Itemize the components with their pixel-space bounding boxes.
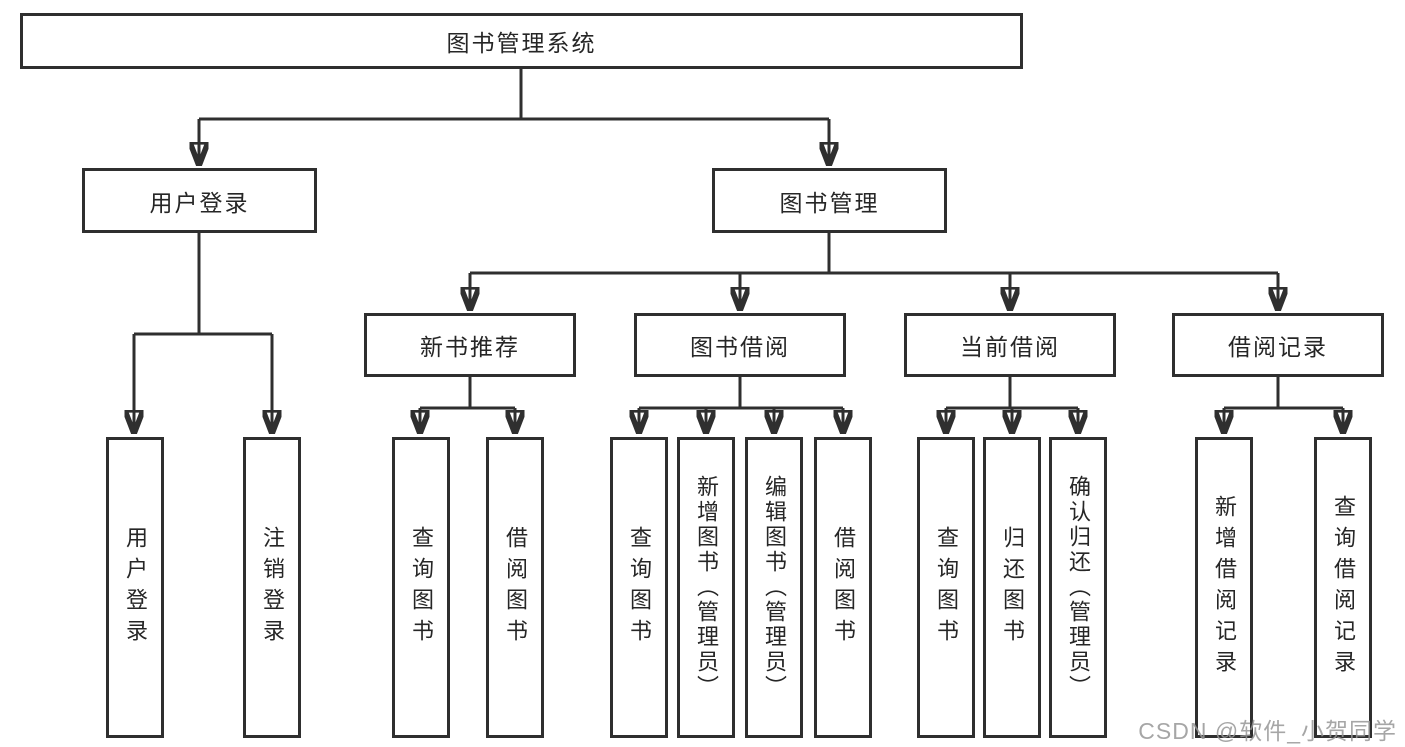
leaf-label: 查询图书 xyxy=(627,525,652,650)
node-borrow-records: 借阅记录 xyxy=(1172,313,1384,377)
leaf-bb-add-books-admin: 新增图书（管理员） xyxy=(677,437,735,738)
node-label: 新书推荐 xyxy=(420,334,520,360)
leaf-label: 确认归还（管理员） xyxy=(1066,475,1091,700)
leaf-label: 查询借阅记录 xyxy=(1331,494,1356,681)
node-user-login: 用户登录 xyxy=(82,168,317,233)
leaf-user-login: 用户登录 xyxy=(106,437,164,738)
node-new-book-recommend: 新书推荐 xyxy=(364,313,576,377)
node-label: 图书管理 xyxy=(779,189,880,216)
leaf-nb-query-books: 查询图书 xyxy=(392,437,450,738)
leaf-label: 借阅图书 xyxy=(503,525,528,650)
leaf-label: 注销登录 xyxy=(260,525,285,650)
leaf-br-add-record: 新增借阅记录 xyxy=(1195,437,1253,738)
node-current-borrow: 当前借阅 xyxy=(904,313,1116,377)
leaf-cb-query-books: 查询图书 xyxy=(917,437,975,738)
leaf-br-query-record: 查询借阅记录 xyxy=(1314,437,1372,738)
node-book-management: 图书管理 xyxy=(712,168,947,233)
leaf-bb-query-books: 查询图书 xyxy=(610,437,668,738)
node-label: 当前借阅 xyxy=(960,334,1060,360)
leaf-label: 编辑图书（管理员） xyxy=(762,475,787,700)
leaf-cb-confirm-return-admin: 确认归还（管理员） xyxy=(1049,437,1107,738)
node-book-borrow: 图书借阅 xyxy=(634,313,846,377)
leaf-label: 借阅图书 xyxy=(831,525,856,650)
csdn-watermark: CSDN @软件_小贺同学 xyxy=(1138,718,1397,744)
leaf-logout: 注销登录 xyxy=(243,437,301,738)
leaf-label: 归还图书 xyxy=(1000,525,1025,650)
leaf-label: 用户登录 xyxy=(123,525,148,650)
leaf-label: 查询图书 xyxy=(934,525,959,650)
node-label: 图书管理系统 xyxy=(446,30,597,56)
node-label: 借阅记录 xyxy=(1228,334,1328,360)
leaf-bb-edit-books-admin: 编辑图书（管理员） xyxy=(745,437,803,738)
leaf-label: 新增图书（管理员） xyxy=(694,475,719,700)
node-label: 图书借阅 xyxy=(690,334,790,360)
leaf-cb-return-books: 归还图书 xyxy=(983,437,1041,738)
leaf-bb-borrow-books: 借阅图书 xyxy=(814,437,872,738)
node-label: 用户登录 xyxy=(149,189,250,216)
leaf-label: 查询图书 xyxy=(409,525,434,650)
node-library-management-system: 图书管理系统 xyxy=(20,13,1023,69)
leaf-nb-borrow-books: 借阅图书 xyxy=(486,437,544,738)
leaf-label: 新增借阅记录 xyxy=(1212,494,1237,681)
